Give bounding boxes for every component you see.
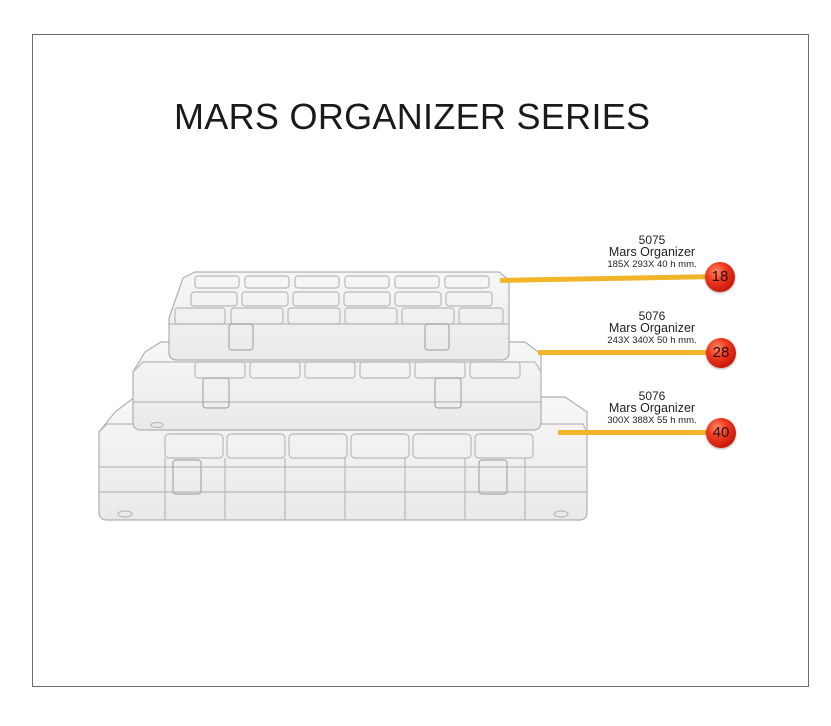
product-name: Mars Organizer [608, 321, 696, 335]
product-5075-callout: 5075 Mars Organizer 185X 293X 40 h mm. 1… [500, 232, 760, 292]
callout-bar [538, 350, 714, 355]
compartment-count-badge: 28 [706, 338, 736, 368]
product-name: Mars Organizer [608, 245, 696, 259]
organizer-boxes-illustration [98, 271, 588, 521]
callout-bar [558, 430, 714, 435]
product-code: 5075 [638, 233, 666, 247]
product-dimensions: 185X 293X 40 h mm. [607, 258, 697, 270]
product-code: 5076 [638, 389, 666, 403]
organizer-box-small [168, 271, 510, 361]
compartment-count-badge: 18 [705, 262, 735, 292]
product-name: Mars Organizer [608, 401, 696, 415]
product-5076-medium-callout: 5076 Mars Organizer 243X 340X 50 h mm. 2… [538, 308, 798, 368]
product-code: 5076 [638, 309, 666, 323]
organizer-box-medium [132, 341, 542, 431]
product-5076-large-callout: 5076 Mars Organizer 300X 388X 55 h mm. 4… [558, 388, 818, 448]
callout-bar [500, 274, 712, 283]
page-title: MARS ORGANIZER SERIES [174, 96, 651, 137]
compartment-count-badge: 40 [706, 418, 736, 448]
product-dimensions: 300X 388X 55 h mm. [607, 414, 697, 426]
product-dimensions: 243X 340X 50 h mm. [607, 334, 697, 346]
